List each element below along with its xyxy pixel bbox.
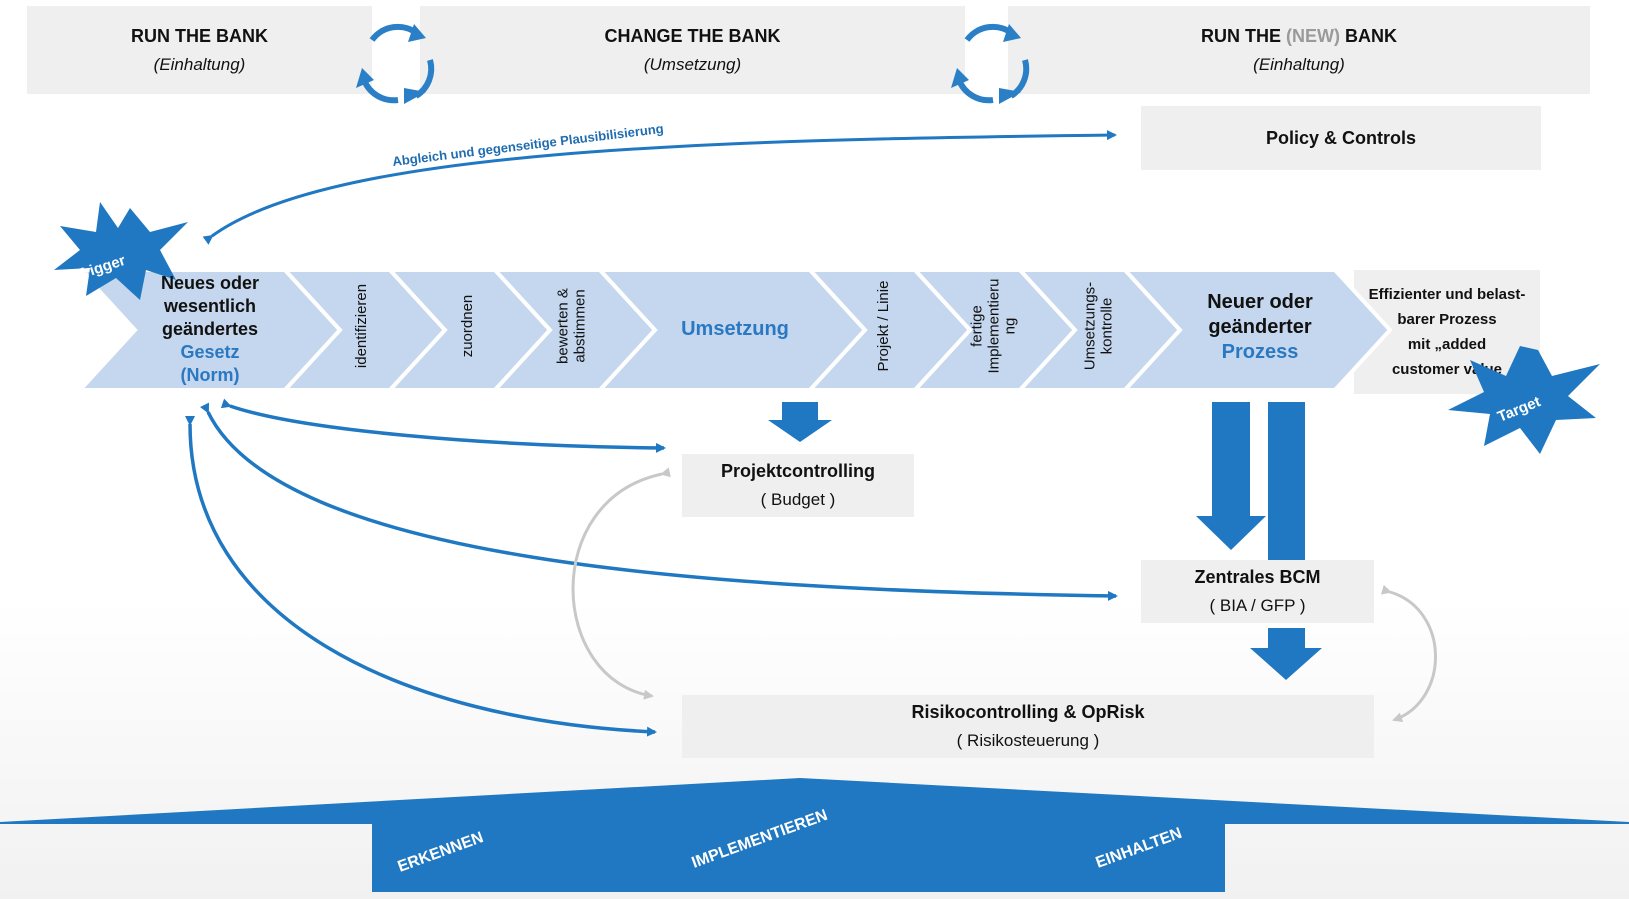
law-line-3: geändertes bbox=[161, 319, 259, 339]
evaluate-label: bewerten & abstimmen bbox=[554, 288, 589, 364]
header-right-title: RUN THE (NEW) BANK bbox=[1201, 26, 1397, 47]
arrow-bcm-to-risk bbox=[1268, 402, 1305, 560]
risk-sub: ( Risikosteuerung ) bbox=[956, 731, 1100, 750]
target-starburst: Target bbox=[1448, 346, 1600, 454]
bcm-box: Zentrales BCM ( BIA / GFP ) bbox=[1141, 560, 1374, 623]
risk-box: Risikocontrolling & OpRisk ( Risikosteue… bbox=[682, 695, 1374, 758]
header-middle-subtitle: (Umsetzung) bbox=[643, 54, 742, 74]
evaluate-line-1: bewerten & bbox=[554, 288, 572, 364]
arrow-law-risk bbox=[184, 415, 657, 737]
header-left-subtitle: (Einhaltung) bbox=[153, 54, 246, 74]
policy-controls-box: Policy & Controls bbox=[1141, 106, 1541, 170]
efficient-line-2: barer Prozess bbox=[1397, 311, 1497, 328]
header-right-title-pre: RUN THE bbox=[1201, 25, 1286, 46]
project-line-label: Projekt / Linie bbox=[874, 280, 892, 372]
evaluate-line-2: abstimmen bbox=[571, 289, 588, 363]
trigger-starburst: Trigger bbox=[54, 202, 188, 300]
header-left-title: RUN THE BANK bbox=[131, 25, 268, 46]
cycle-icon-right bbox=[951, 23, 1030, 104]
control-label: Umsetzungs- kontrolle bbox=[1081, 281, 1116, 371]
header-middle-title: CHANGE THE BANK bbox=[604, 25, 781, 46]
arrow-down-to-risk bbox=[1250, 628, 1322, 680]
law-line-4: Gesetz bbox=[180, 342, 240, 362]
process-line-1: Neuer oder bbox=[1207, 291, 1313, 313]
law-line-2: wesentlich bbox=[163, 296, 257, 316]
plausi-label: Abgleich und gegenseitige Plausibilisier… bbox=[392, 121, 665, 169]
finished-label: fertige Implementieru ng bbox=[968, 278, 1019, 374]
arrow-gray-projekt-risk bbox=[571, 467, 671, 700]
process-band bbox=[75, 268, 1393, 392]
process-label: Neuer oder geänderter Prozess bbox=[1170, 290, 1350, 365]
plausi-arrow bbox=[202, 130, 1117, 245]
header-right-title-post: BANK bbox=[1339, 25, 1397, 46]
law-label: Neues oder wesentlich geändertes Gesetz … bbox=[120, 272, 300, 387]
header-run-the-new-bank: RUN THE (NEW) BANK (Einhaltung) bbox=[1008, 6, 1590, 94]
identify-label: identifizieren bbox=[352, 283, 370, 369]
arrow-gray-bcm-risk bbox=[1380, 584, 1437, 723]
header-right-subtitle: (Einhaltung) bbox=[1253, 54, 1345, 74]
risk-title: Risikocontrolling & OpRisk bbox=[911, 702, 1145, 722]
law-line-5: (Norm) bbox=[180, 365, 240, 385]
policy-controls-label: Policy & Controls bbox=[1265, 127, 1417, 148]
arrow-process-to-bcm bbox=[1196, 402, 1266, 550]
base-platform bbox=[0, 778, 1629, 892]
bcm-title: Zentrales BCM bbox=[1194, 567, 1321, 587]
efficient-line-1: Effizienter und belast- bbox=[1368, 286, 1526, 303]
header-right-title-gray: (NEW) bbox=[1286, 25, 1340, 46]
control-line-2: kontrolle bbox=[1098, 297, 1115, 355]
finished-line-3: ng bbox=[1001, 317, 1019, 335]
cycle-icon-left bbox=[356, 23, 435, 104]
control-line-1: Umsetzungs- bbox=[1081, 281, 1099, 371]
arrow-to-projektcontrolling bbox=[768, 402, 832, 442]
efficient-line-3: mit „added bbox=[1407, 336, 1487, 353]
arrow-law-projektcontrolling bbox=[220, 398, 666, 453]
finished-line-1: fertige bbox=[968, 305, 986, 347]
chevron-process bbox=[1120, 268, 1393, 392]
bcm-sub: ( BIA / GFP ) bbox=[1209, 596, 1306, 615]
arrow-law-bcm bbox=[199, 402, 1118, 601]
header-change-the-bank: CHANGE THE BANK (Umsetzung) bbox=[420, 6, 965, 94]
header-run-the-bank: RUN THE BANK (Einhaltung) bbox=[27, 6, 372, 94]
implementation-label: Umsetzung bbox=[681, 318, 789, 340]
process-line-3: Prozess bbox=[1221, 341, 1299, 363]
process-line-2: geänderter bbox=[1208, 316, 1312, 338]
law-line-1: Neues oder bbox=[160, 273, 260, 293]
assign-label: zuordnen bbox=[458, 294, 476, 358]
finished-line-2: Implementieru bbox=[984, 278, 1002, 374]
